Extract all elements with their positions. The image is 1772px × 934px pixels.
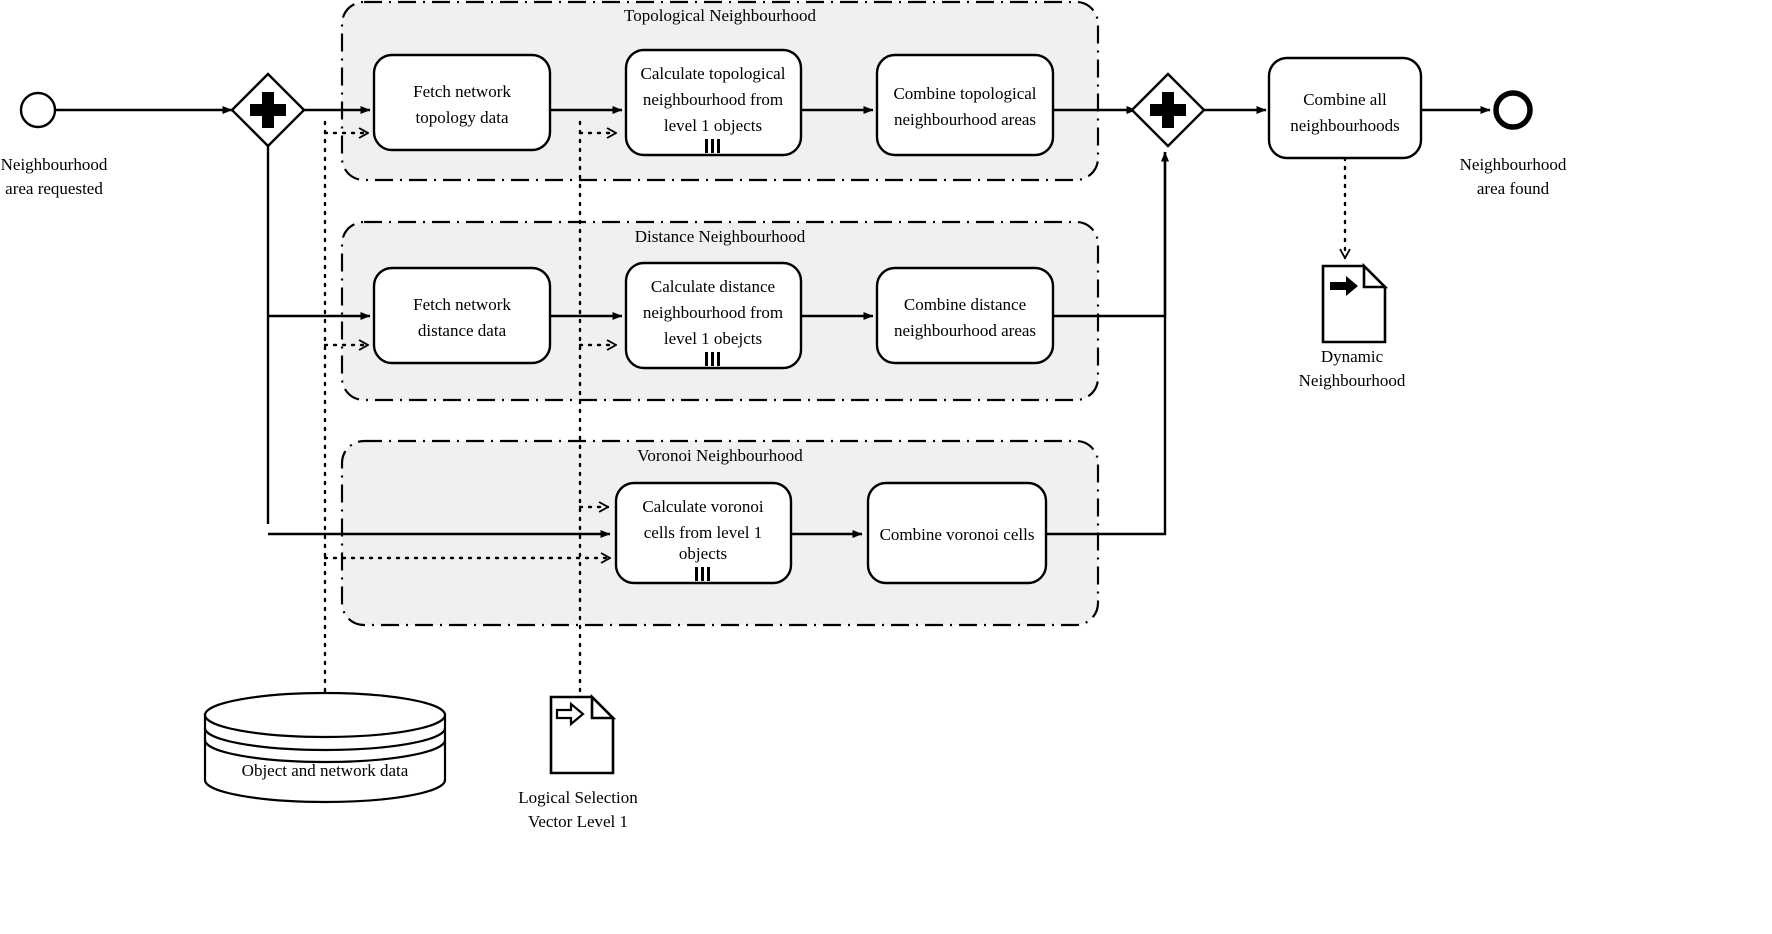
parallel-multiinstance-icon (705, 352, 720, 366)
task-calc-voronoi[interactable]: Calculate voronoi cells from level 1 obj… (614, 481, 793, 585)
data-store-object-network-data[interactable]: Object and network data (203, 691, 447, 804)
task-label: level 1 obejcts (664, 329, 762, 348)
task-calc-distance[interactable]: Calculate distance neighbourhood from le… (624, 261, 803, 370)
data-object-dynamic-neighbourhood[interactable] (1321, 262, 1389, 344)
gateway-parallel-join[interactable] (1130, 72, 1206, 148)
task-label: Combine all (1303, 90, 1387, 109)
task-label: neighbourhood areas (894, 110, 1036, 129)
start-event[interactable] (19, 91, 57, 129)
end-event-label-line1: Neighbourhood (1460, 155, 1567, 174)
task-fetch-distance[interactable]: Fetch network distance data (372, 266, 552, 365)
task-label: Calculate voronoi (642, 497, 764, 516)
data-object-logical-selection[interactable] (549, 693, 617, 775)
task-label: Combine voronoi cells (880, 525, 1035, 544)
task-label: topology data (415, 108, 508, 127)
parallel-multiinstance-icon (705, 139, 720, 153)
data-output-arrow-icon (1330, 276, 1358, 296)
end-event[interactable] (1493, 90, 1533, 130)
task-combine-distance[interactable]: Combine distance neighbourhood areas (875, 266, 1055, 365)
lane-title-topological: Topological Neighbourhood (624, 6, 816, 25)
lane-title-distance: Distance Neighbourhood (635, 227, 806, 246)
task-label: neighbourhood from (643, 90, 783, 109)
task-label: neighbourhood from (643, 303, 783, 322)
task-calc-topological[interactable]: Calculate topological neighbourhood from… (624, 48, 803, 157)
parallel-multiinstance-icon (695, 567, 710, 581)
task-label: level 1 objects (664, 116, 762, 135)
start-event-label-line2: area requested (5, 179, 103, 198)
task-label: Fetch network (413, 295, 511, 314)
plus-icon (1150, 92, 1186, 128)
task-label: Combine topological (893, 84, 1036, 103)
task-label: objects (679, 544, 727, 563)
task-label: distance data (418, 321, 507, 340)
start-event-label-line1: Neighbourhood (1, 155, 108, 174)
data-object-label-line2: Neighbourhood (1299, 371, 1406, 390)
data-object-label-line2: Vector Level 1 (528, 812, 628, 831)
data-object-label-line1: Dynamic (1321, 347, 1384, 366)
lane-title-voronoi: Voronoi Neighbourhood (637, 446, 803, 465)
task-label: Fetch network (413, 82, 511, 101)
data-store-label: Object and network data (242, 761, 409, 780)
task-combine-voronoi[interactable]: Combine voronoi cells (866, 481, 1048, 585)
flow-combine-voronoi-to-join (1045, 152, 1167, 536)
task-combine-all[interactable]: Combine all neighbourhoods (1267, 56, 1423, 160)
task-label: neighbourhood areas (894, 321, 1036, 340)
task-label: Calculate distance (651, 277, 775, 296)
data-object-label-line1: Logical Selection (518, 788, 638, 807)
plus-icon (250, 92, 286, 128)
task-label: neighbourhoods (1290, 116, 1400, 135)
data-input-arrow-icon (555, 701, 585, 727)
task-label: cells from level 1 (644, 523, 763, 542)
task-fetch-topology[interactable]: Fetch network topology data (372, 53, 552, 152)
task-label: Calculate topological (641, 64, 786, 83)
gateway-parallel-split[interactable] (230, 72, 306, 148)
task-label: Combine distance (904, 295, 1026, 314)
end-event-label-line2: area found (1477, 179, 1550, 198)
task-combine-topological[interactable]: Combine topological neighbourhood areas (875, 53, 1055, 157)
